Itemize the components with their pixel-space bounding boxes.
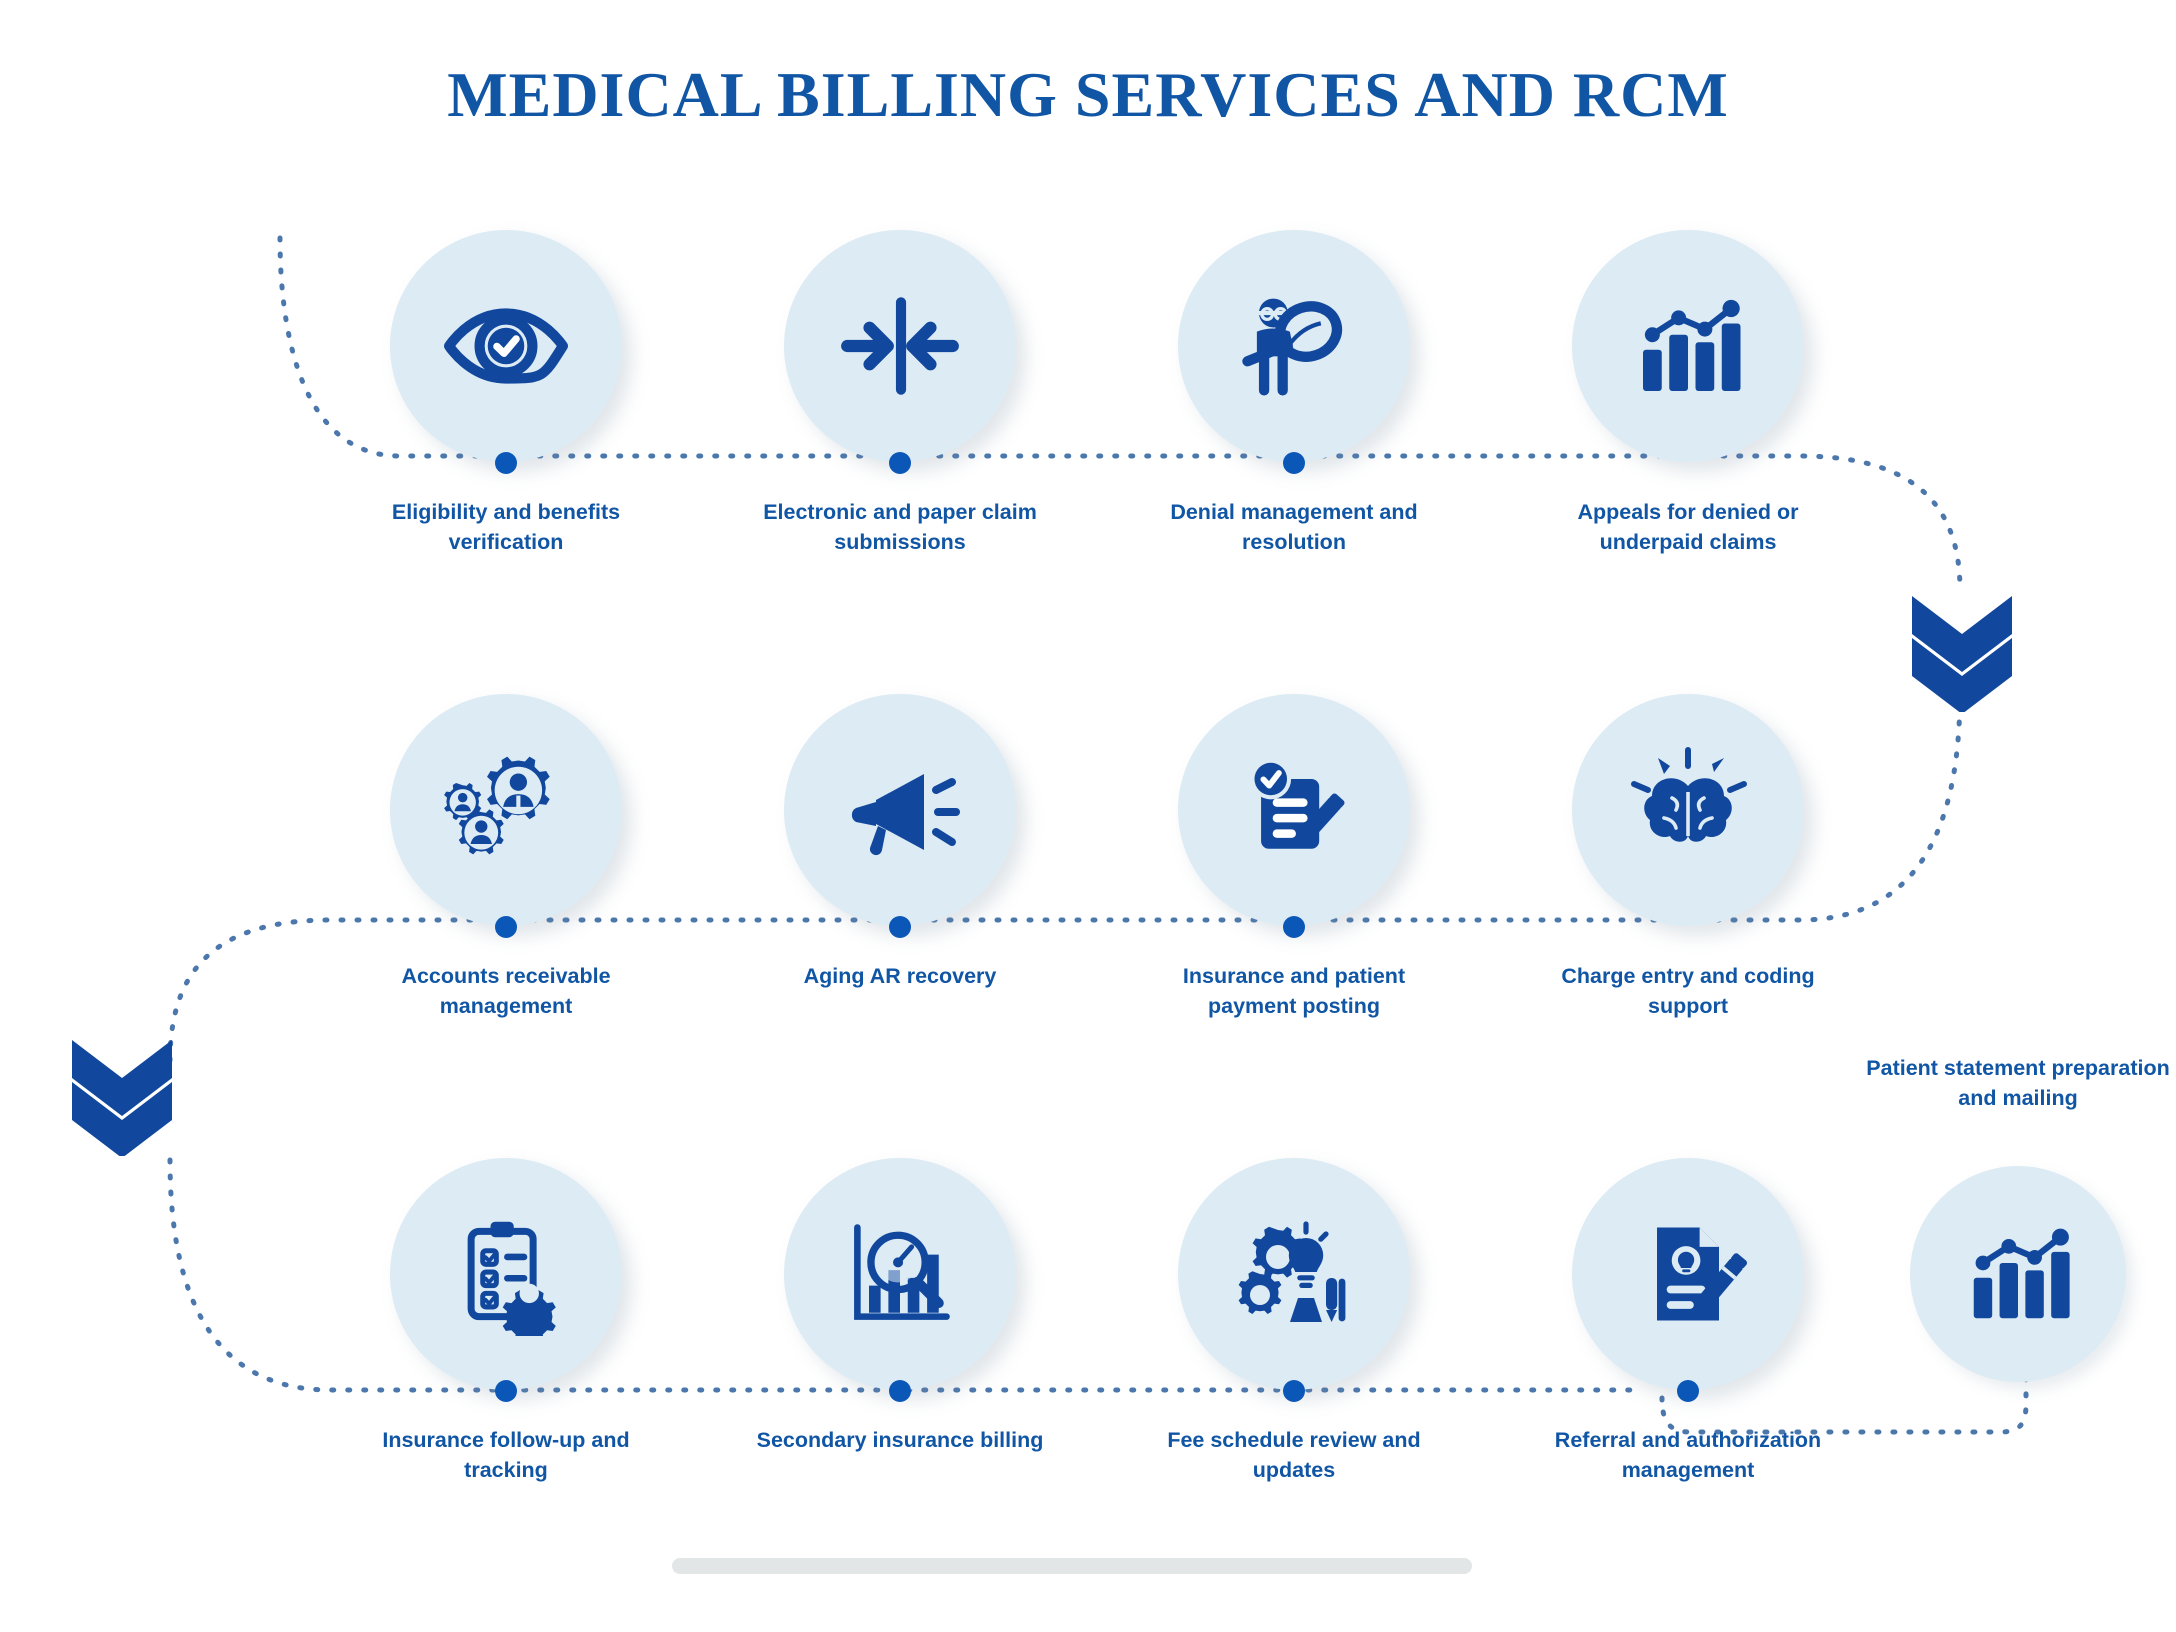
node-label: Accounts receivable management (401, 964, 611, 1018)
bar-chart-trend-icon (1643, 299, 1741, 391)
gears-people-icon (444, 756, 550, 855)
node-label: Fee schedule review and updates (1167, 1428, 1421, 1482)
person-magnifier-icon (1242, 298, 1343, 396)
node-label: Denial management and resolution (1170, 500, 1418, 554)
arrows-converge-icon (841, 297, 959, 395)
flow-node[interactable]: Eligibility and benefits verification (390, 230, 622, 554)
double-chevron-down-right-icon (1912, 596, 2012, 717)
path-dot (495, 916, 517, 938)
path-dot (889, 452, 911, 474)
node-label: Insurance follow-up and tracking (382, 1428, 630, 1482)
node-label: Appeals for denied or underpaid claims (1577, 500, 1799, 554)
flow-node[interactable]: Charge entry and coding support (1561, 694, 1815, 1018)
path-dot (1283, 1380, 1305, 1402)
flow-node[interactable]: Patient statement preparation and mailin… (1866, 1056, 2170, 1382)
flow-node[interactable]: Insurance follow-up and tracking (382, 1158, 630, 1482)
icon-bubble (784, 230, 1016, 462)
gears-bulb-tools-icon (1238, 1221, 1346, 1322)
node-label: Charge entry and coding support (1561, 964, 1815, 1018)
icon-bubble (1178, 694, 1410, 926)
flow-node[interactable]: Fee schedule review and updates (1167, 1158, 1421, 1482)
icon-bubble (784, 1158, 1016, 1390)
eye-check-icon (444, 308, 568, 384)
path-dot (1283, 452, 1305, 474)
megaphone-icon (851, 774, 960, 856)
node-label: Patient statement preparation and mailin… (1866, 1056, 2170, 1110)
clipboard-gear-icon (467, 1221, 556, 1336)
icon-bubble (784, 694, 1016, 926)
icon-bubble (390, 694, 622, 926)
icon-bubble (1572, 1158, 1804, 1390)
flow-node[interactable]: Denial management and resolution (1170, 230, 1418, 554)
path-dot (889, 916, 911, 938)
node-label: Aging AR recovery (803, 964, 997, 988)
page-title: MEDICAL BILLING SERVICES AND RCM (447, 59, 1729, 130)
flow-node[interactable]: Secondary insurance billing (757, 1158, 1043, 1452)
icon-bubble (1572, 230, 1804, 462)
brain-idea-icon (1631, 747, 1747, 842)
double-chevron-down-left-icon (72, 1040, 172, 1161)
node-label: Secondary insurance billing (756, 1428, 1044, 1452)
chart-magnifier-icon (854, 1224, 950, 1320)
bar-chart-trend-icon (1973, 1228, 2070, 1319)
icon-bubble (1910, 1166, 2126, 1382)
flow-node[interactable]: Aging AR recovery (784, 694, 1016, 988)
icon-bubble (390, 230, 622, 462)
icon-bubble (1178, 1158, 1410, 1390)
path-dot (495, 1380, 517, 1402)
node-label: Eligibility and benefits verification (391, 500, 621, 554)
flow-node[interactable]: Appeals for denied or underpaid claims (1572, 230, 1804, 554)
node-label: Electronic and paper claim submissions (763, 500, 1037, 554)
icon-bubble (1178, 230, 1410, 462)
flow-node[interactable]: Insurance and patient payment posting (1178, 694, 1410, 1018)
icon-bubble (1572, 694, 1804, 926)
node-label: Insurance and patient payment posting (1182, 964, 1406, 1018)
bottom-progress-bar (672, 1558, 1472, 1574)
document-check-pencil-icon (1250, 758, 1345, 849)
node-label: Referral and authorization management (1554, 1428, 1822, 1482)
icon-bubble (390, 1158, 622, 1390)
flow-node[interactable]: Electronic and paper claim submissions (763, 230, 1037, 554)
flow-node[interactable]: Referral and authorization management (1555, 1158, 1821, 1482)
path-dot (1677, 1380, 1699, 1402)
flow-node[interactable]: Accounts receivable management (390, 694, 622, 1018)
path-dot (495, 452, 517, 474)
path-dot (889, 1380, 911, 1402)
path-dot (1283, 916, 1305, 938)
document-bulb-pencil-icon (1657, 1227, 1748, 1321)
